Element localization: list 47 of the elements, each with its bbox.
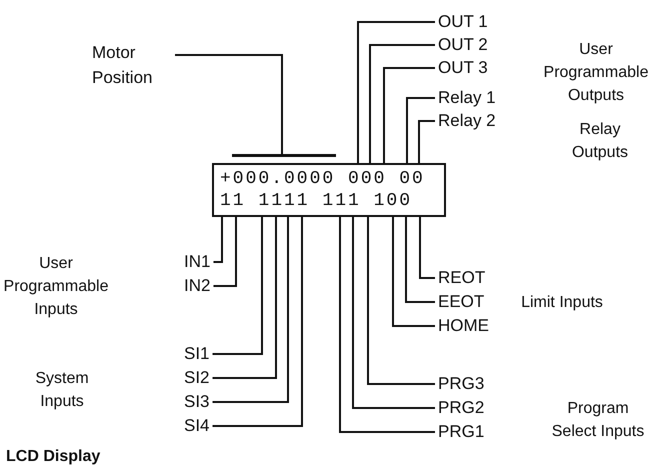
pin-label: PRG1: [438, 422, 484, 442]
group-label: LCD Display: [6, 447, 102, 465]
pin-label: SI2: [184, 368, 210, 388]
pin-label: IN2: [184, 276, 210, 296]
pin-label: Relay 2: [438, 111, 496, 131]
pin-label: PRG2: [438, 398, 484, 418]
leader-line: [212, 217, 277, 379]
group-label: User Programmable Inputs: [2, 254, 110, 320]
pin-label: EEOT: [438, 292, 484, 312]
leader-line: [213, 217, 223, 263]
pin-label: OUT 3: [438, 58, 488, 78]
pin-label: SI3: [184, 392, 210, 412]
leader-line: [367, 217, 435, 385]
leader-line: [405, 217, 435, 303]
leader-line: [352, 217, 435, 409]
pin-label: OUT 1: [438, 12, 488, 32]
pin-label: SI1: [184, 344, 210, 364]
pin-label: PRG3: [438, 374, 484, 394]
leader-line: [406, 97, 435, 163]
leader-line: [392, 217, 435, 327]
display-readout: 11 1111 111 100: [220, 191, 412, 211]
pin-label: OUT 2: [438, 35, 488, 55]
pin-label: HOME: [438, 316, 489, 336]
leader-line: [175, 54, 283, 154]
leader-line: [212, 217, 263, 355]
pin-label: Relay 1: [438, 88, 496, 108]
pin-label: REOT: [438, 268, 486, 288]
leader-line: [357, 21, 435, 163]
pin-label: SI4: [184, 416, 210, 436]
display-readout: +000.0000 000 00: [220, 169, 425, 189]
leader-line: [383, 67, 435, 163]
leader-line: [212, 217, 289, 403]
leader-line: [418, 120, 435, 163]
leader-line: [339, 217, 435, 433]
group-label: Relay Outputs: [570, 120, 630, 163]
group-label: Program Select Inputs: [550, 399, 646, 442]
callout-label: Motor Position: [92, 40, 172, 90]
leader-line: [213, 217, 237, 287]
lcd-display-box: [212, 163, 446, 217]
group-label: Limit Inputs: [520, 293, 604, 313]
leader-line: [419, 217, 435, 279]
bracket-bar: [232, 154, 336, 157]
leader-line: [212, 217, 303, 427]
leader-line: [369, 44, 435, 163]
pin-label: IN1: [184, 252, 210, 272]
group-label: System Inputs: [34, 369, 90, 412]
group-label: User Programmable Outputs: [542, 40, 650, 106]
